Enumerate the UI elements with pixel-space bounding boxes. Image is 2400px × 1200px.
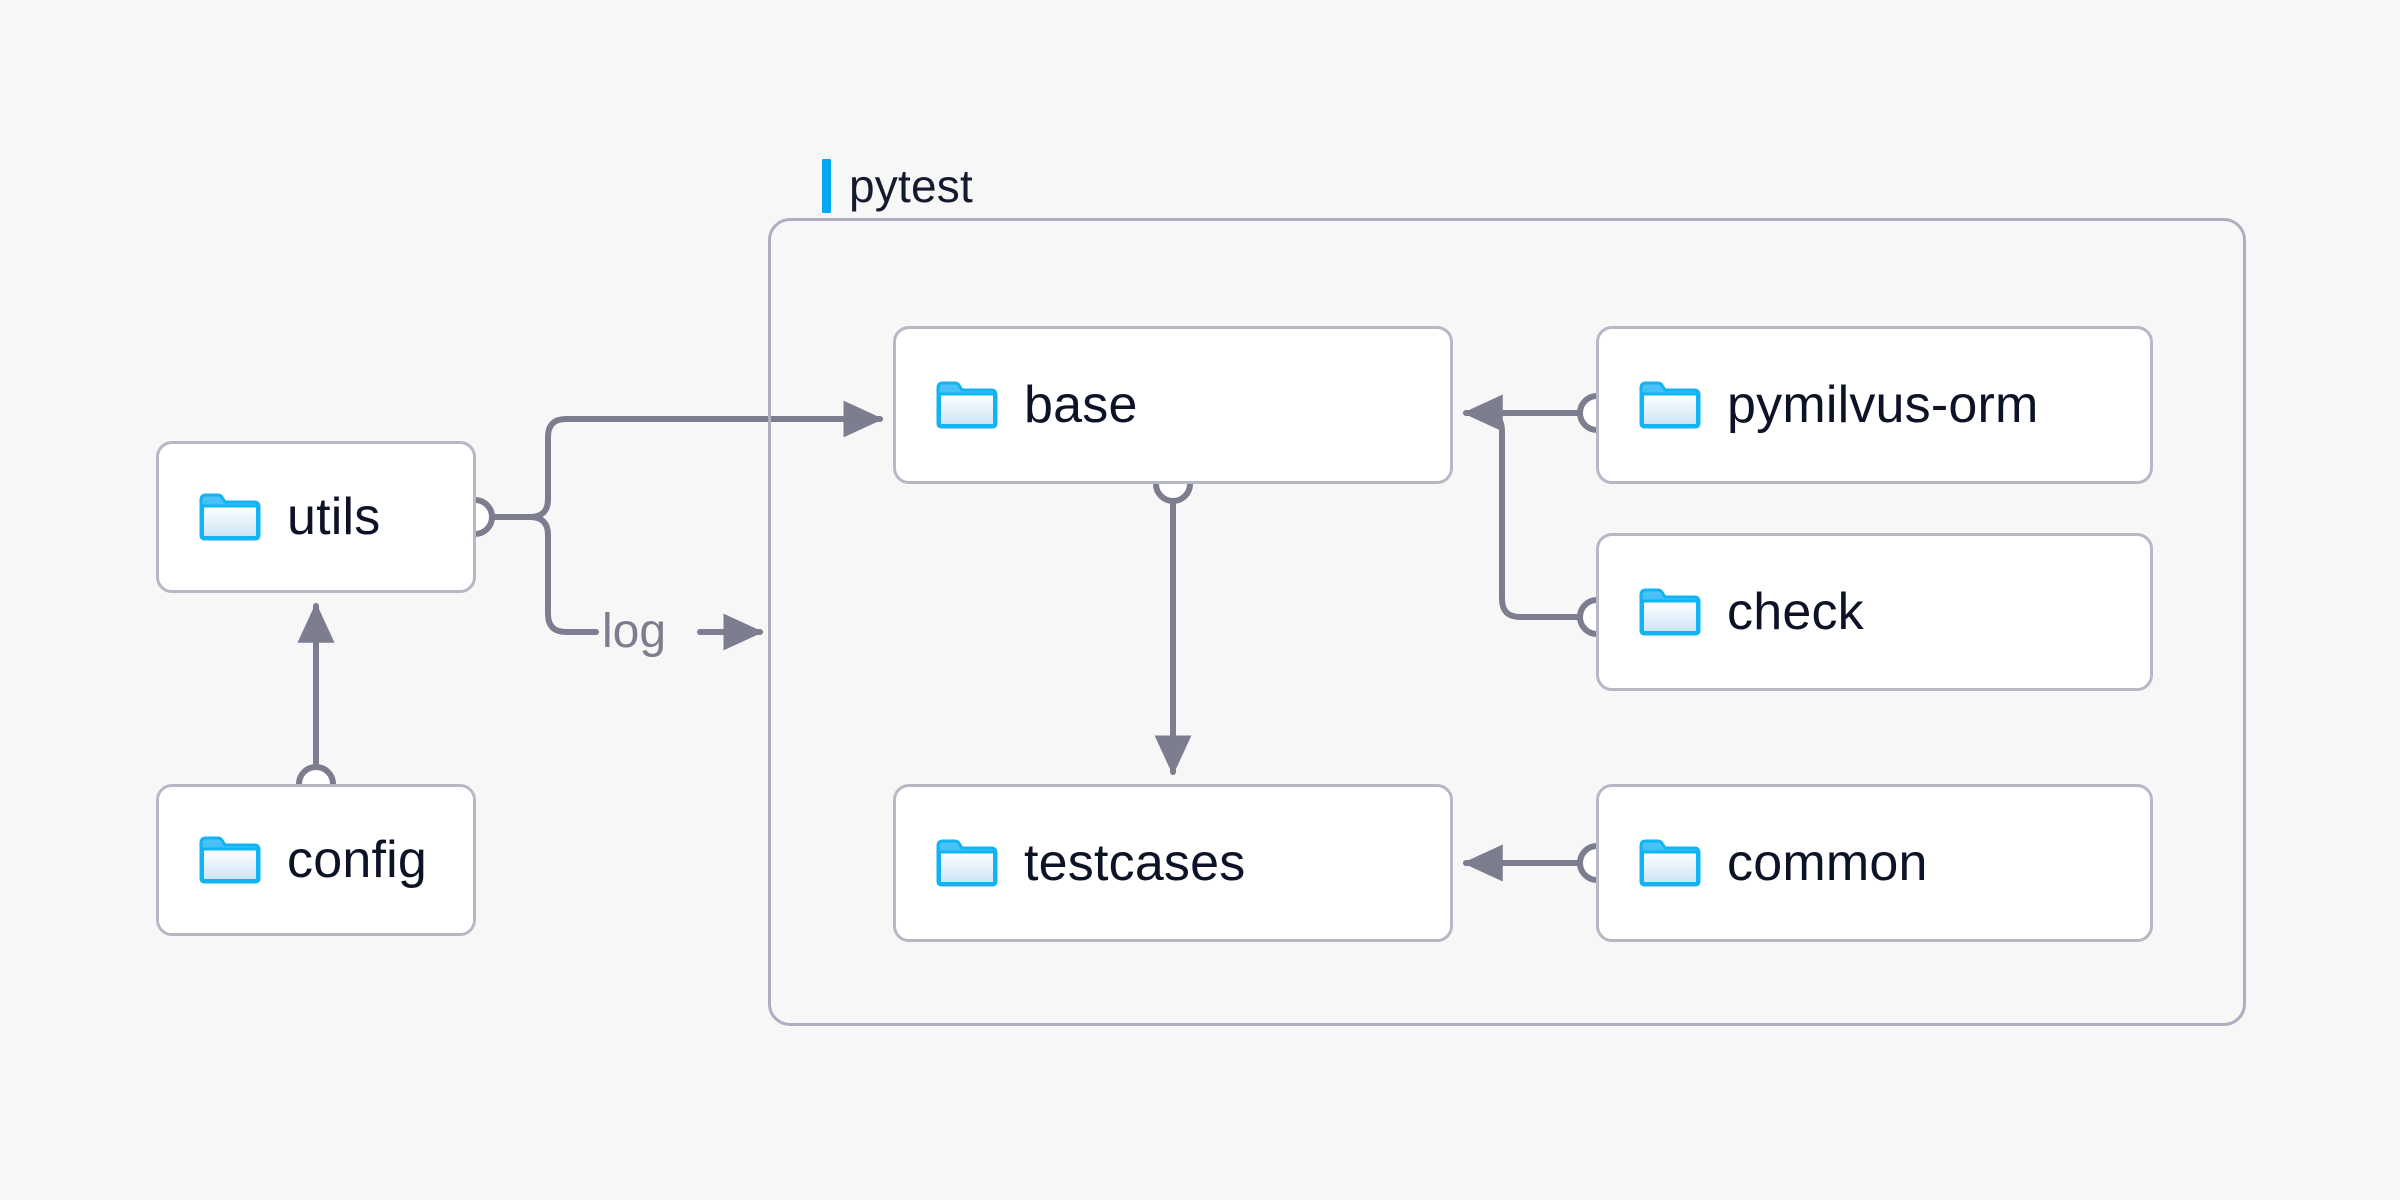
node-label: common [1727, 834, 1928, 892]
node-utils[interactable]: utils [156, 441, 476, 593]
folder-icon [936, 839, 998, 887]
folder-icon [199, 493, 261, 541]
node-base[interactable]: base [893, 326, 1453, 484]
node-common[interactable]: common [1596, 784, 2153, 942]
folder-icon [1639, 839, 1701, 887]
node-pymilvus-orm[interactable]: pymilvus-orm [1596, 326, 2153, 484]
node-config[interactable]: config [156, 784, 476, 936]
folder-icon [936, 381, 998, 429]
node-check[interactable]: check [1596, 533, 2153, 691]
accent-bar-icon [822, 159, 831, 213]
node-label: utils [287, 488, 381, 546]
group-title-text: pytest [849, 160, 973, 212]
group-pytest-label: pytest [822, 158, 987, 214]
node-label: base [1024, 376, 1138, 434]
folder-icon [199, 836, 261, 884]
folder-icon [1639, 381, 1701, 429]
node-label: check [1727, 583, 1864, 641]
node-label: config [287, 831, 427, 889]
edge-utils-log [485, 514, 599, 635]
folder-icon [1639, 588, 1701, 636]
node-testcases[interactable]: testcases [893, 784, 1453, 942]
node-label: testcases [1024, 834, 1246, 892]
node-label: pymilvus-orm [1727, 376, 2039, 434]
group-pytest[interactable] [768, 218, 2246, 1026]
edge-label-log: log [602, 605, 667, 658]
